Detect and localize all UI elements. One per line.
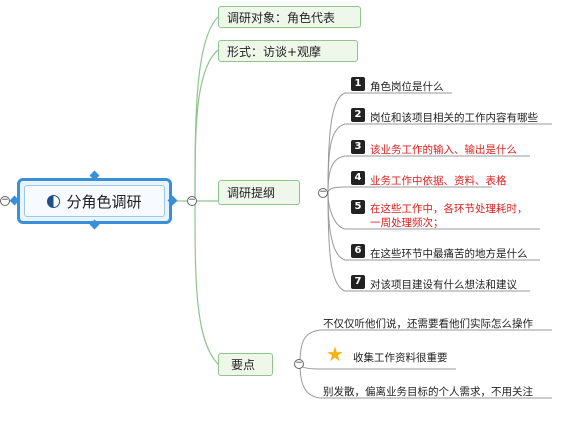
outline-item-7[interactable]: 对该项目建设有什么想法和建议 (370, 279, 517, 291)
central-topic-inner: 分角色调研 (24, 185, 165, 217)
central-topic-label: 分角色调研 (66, 192, 142, 211)
point-item-1[interactable]: 不仅仅听他们说，还需要看他们实际怎么操作 (323, 318, 533, 330)
number-icon-2: 2 (351, 108, 365, 122)
collapse-toggle-outline[interactable]: − (318, 187, 328, 198)
outline-item-4[interactable]: 业务工作中依据、资料、表格 (370, 175, 507, 187)
branch-format[interactable]: 形式：访谈+观摩 (218, 40, 358, 62)
number-icon-4: 4 (351, 171, 365, 185)
outline-item-3[interactable]: 该业务工作的输入、输出是什么 (370, 144, 517, 156)
outline-item-2[interactable]: 岗位和该项目相关的工作内容有哪些 (370, 112, 538, 124)
branch-format-label: 形式：访谈+观摩 (227, 44, 322, 59)
point-item-2[interactable]: 收集工作资料很重要 (353, 352, 448, 364)
point-item-3[interactable]: 别发散，偏离业务目标的个人需求，不用关注 (323, 386, 533, 398)
outline-item-6[interactable]: 在这些环节中最痛苦的地方是什么 (370, 248, 528, 260)
star-icon: ★ (326, 342, 344, 366)
collapse-left-toggle[interactable]: − (0, 195, 10, 206)
number-icon-3: 3 (351, 140, 365, 154)
number-icon-6: 6 (351, 244, 365, 258)
half-circle-icon (47, 194, 61, 208)
outline-item-5-line1[interactable]: 在这些工作中，各环节处理耗时， (370, 203, 528, 215)
number-icon-7: 7 (351, 275, 365, 289)
collapse-toggle-central[interactable]: − (187, 195, 197, 206)
branch-key-points-label: 要点 (231, 358, 256, 372)
outline-item-1[interactable]: 角色岗位是什么 (370, 81, 444, 93)
branch-research-object[interactable]: 调研对象：角色代表 (218, 6, 361, 28)
number-icon-5: 5 (351, 200, 365, 214)
branch-key-points[interactable]: 要点 (218, 353, 273, 376)
collapse-toggle-points[interactable]: − (294, 358, 304, 369)
central-topic[interactable]: 分角色调研 (17, 178, 172, 224)
branch-outline[interactable]: 调研提纲 (218, 180, 300, 205)
branch-outline-label: 调研提纲 (227, 186, 276, 200)
branch-research-object-label: 调研对象：角色代表 (227, 10, 336, 25)
number-icon-1: 1 (351, 77, 365, 91)
outline-item-5-line2[interactable]: 一周处理频次； (370, 217, 444, 229)
